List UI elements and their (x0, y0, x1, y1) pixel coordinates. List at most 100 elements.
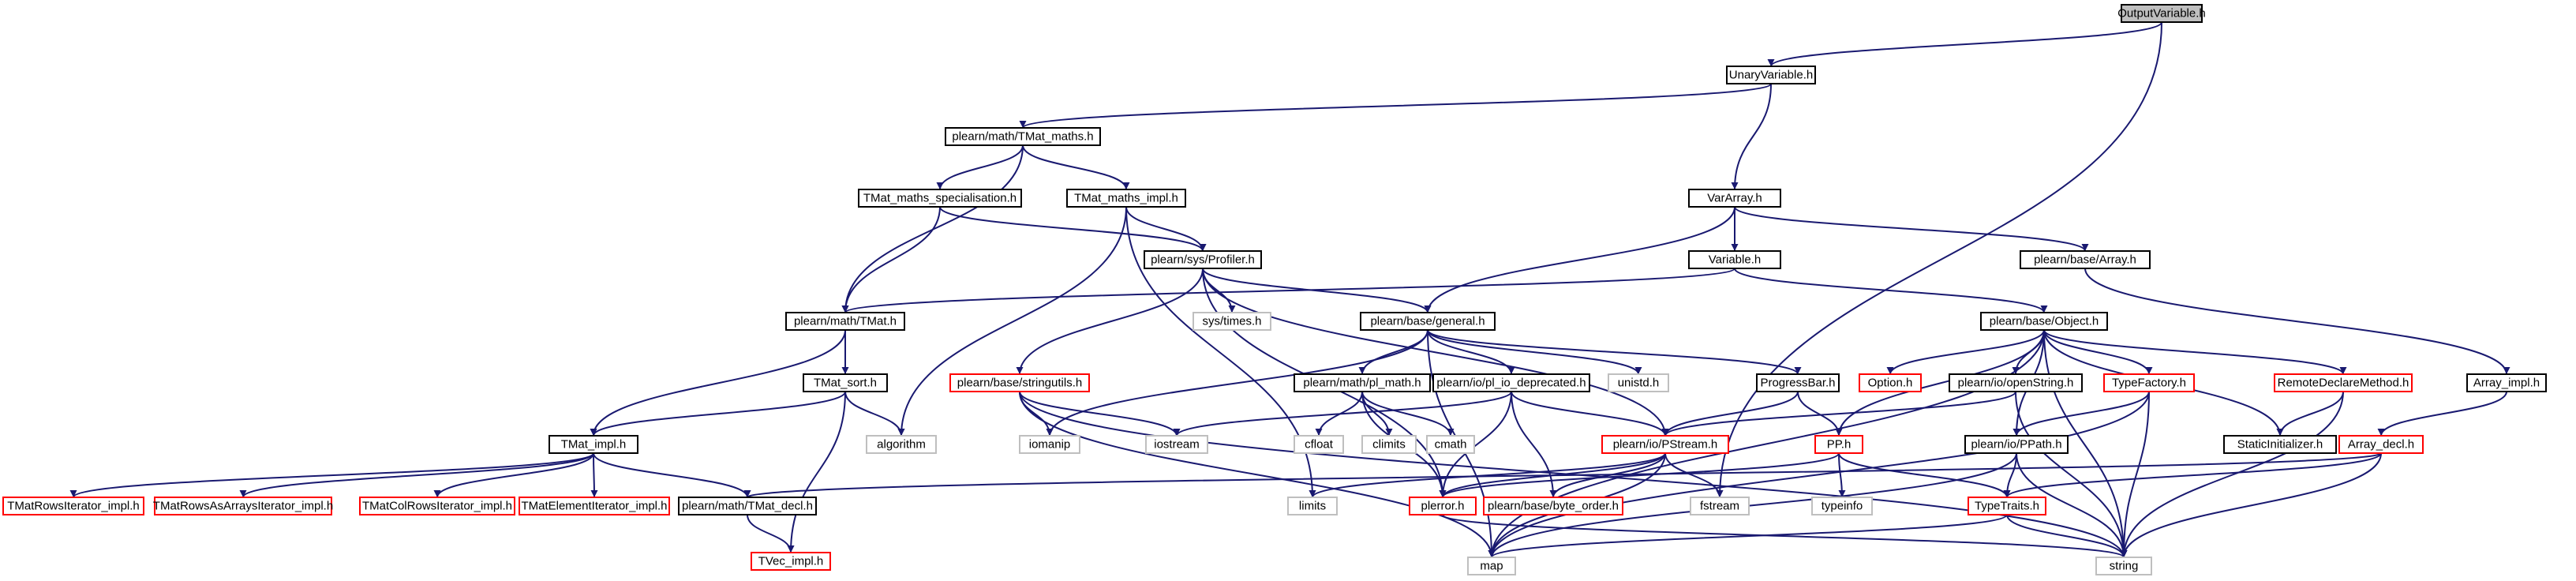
node-StaticInit[interactable]: StaticInitializer.h (2223, 435, 2337, 454)
node-box-plerror[interactable] (1409, 497, 1477, 515)
node-box-baseArray[interactable] (2020, 250, 2151, 269)
node-box-RemoteDeclare[interactable] (2274, 373, 2413, 392)
node-box-string[interactable] (2095, 557, 2152, 575)
node-PP[interactable]: PP.h (1814, 435, 1863, 454)
node-box-PP[interactable] (1814, 435, 1863, 454)
node-box-TMat_maths_spec[interactable] (858, 189, 1022, 208)
node-byte_order[interactable]: plearn/base/byte_order.h (1483, 497, 1623, 515)
node-Object[interactable]: plearn/base/Object.h (1980, 312, 2108, 331)
node-box-TMat_decl[interactable] (678, 497, 817, 515)
node-pl_math[interactable]: plearn/math/pl_math.h (1294, 373, 1431, 392)
node-TMat_decl[interactable]: plearn/math/TMat_decl.h (678, 497, 817, 515)
node-box-Variable[interactable] (1688, 250, 1781, 269)
node-iostream[interactable]: iostream (1145, 435, 1208, 454)
node-TMat[interactable]: plearn/math/TMat.h (785, 312, 905, 331)
node-box-TypeFactory[interactable] (2103, 373, 2195, 392)
node-pl_io_dep[interactable]: plearn/io/pl_io_deprecated.h (1432, 373, 1590, 392)
node-unistd[interactable]: unistd.h (1608, 373, 1669, 392)
node-box-byte_order[interactable] (1483, 497, 1623, 515)
node-limits[interactable]: limits (1287, 497, 1338, 515)
node-TMatColRows[interactable]: TMatColRowsIterator_impl.h (359, 497, 515, 515)
node-box-StaticInit[interactable] (2223, 435, 2337, 454)
node-box-stringutils[interactable] (949, 373, 1090, 392)
node-TMat_sort[interactable]: TMat_sort.h (803, 373, 888, 392)
node-cfloat[interactable]: cfloat (1294, 435, 1344, 454)
node-TMatRowsIt[interactable]: TMatRowsIterator_impl.h (2, 497, 144, 515)
node-openString[interactable]: plearn/io/openString.h (1949, 373, 2083, 392)
node-box-TMatColRows[interactable] (359, 497, 515, 515)
node-box-general[interactable] (1360, 312, 1496, 331)
node-baseArray[interactable]: plearn/base/Array.h (2020, 250, 2151, 269)
node-UnaryVariable[interactable]: UnaryVariable.h (1726, 66, 1816, 84)
node-VarArray[interactable]: VarArray.h (1688, 189, 1781, 208)
node-box-Object[interactable] (1980, 312, 2108, 331)
node-plerror[interactable]: plerror.h (1409, 497, 1477, 515)
node-TVec_impl[interactable]: TVec_impl.h (751, 552, 831, 571)
node-box-pl_math[interactable] (1294, 373, 1431, 392)
node-Array_decl[interactable]: Array_decl.h (2338, 435, 2424, 454)
node-box-PPath[interactable] (1964, 435, 2069, 454)
node-climits[interactable]: climits (1361, 435, 1417, 454)
node-iomanip[interactable]: iomanip (1019, 435, 1080, 454)
node-systimes[interactable]: sys/times.h (1193, 312, 1271, 331)
node-typeinfo[interactable]: typeinfo (1811, 497, 1873, 515)
node-box-UnaryVariable[interactable] (1726, 66, 1816, 84)
node-OutputVariable[interactable]: OutputVariable.h (2117, 4, 2206, 23)
node-box-TMat_sort[interactable] (803, 373, 888, 392)
node-box-TMat_maths_impl[interactable] (1066, 189, 1186, 208)
node-PStream[interactable]: plearn/io/PStream.h (1601, 435, 1729, 454)
node-box-TMatRowsIt[interactable] (2, 497, 144, 515)
node-box-unistd[interactable] (1608, 373, 1669, 392)
node-RemoteDeclare[interactable]: RemoteDeclareMethod.h (2274, 373, 2413, 392)
node-box-iostream[interactable] (1145, 435, 1208, 454)
node-box-TypeTraits[interactable] (1968, 497, 2046, 515)
node-Array_impl[interactable]: Array_impl.h (2466, 373, 2547, 392)
node-box-TMatRowsAsArr[interactable] (154, 497, 332, 515)
node-TMat_maths[interactable]: plearn/math/TMat_maths.h (945, 127, 1101, 146)
node-box-typeinfo[interactable] (1811, 497, 1873, 515)
node-box-systimes[interactable] (1193, 312, 1271, 331)
node-box-Profiler[interactable] (1144, 250, 1262, 269)
node-TMatElem[interactable]: TMatElementIterator_impl.h (519, 497, 670, 515)
node-box-TMat[interactable] (785, 312, 905, 331)
node-algorithm[interactable]: algorithm (866, 435, 937, 454)
node-fstream[interactable]: fstream (1690, 497, 1750, 515)
node-box-Array_impl[interactable] (2466, 373, 2547, 392)
node-box-algorithm[interactable] (866, 435, 937, 454)
node-box-TMatElem[interactable] (519, 497, 670, 515)
node-Variable[interactable]: Variable.h (1688, 250, 1781, 269)
node-box-cmath[interactable] (1426, 435, 1475, 454)
node-string[interactable]: string (2095, 557, 2152, 575)
node-box-Option[interactable] (1859, 373, 1922, 392)
node-TMatRowsAsArr[interactable]: TMatRowsAsArraysIterator_impl.h (153, 497, 333, 515)
node-TypeFactory[interactable]: TypeFactory.h (2103, 373, 2195, 392)
node-general[interactable]: plearn/base/general.h (1360, 312, 1496, 331)
node-box-cfloat[interactable] (1294, 435, 1344, 454)
node-PPath[interactable]: plearn/io/PPath.h (1964, 435, 2069, 454)
node-box-iomanip[interactable] (1019, 435, 1080, 454)
node-box-TVec_impl[interactable] (751, 552, 831, 571)
node-TypeTraits[interactable]: TypeTraits.h (1968, 497, 2046, 515)
node-box-Array_decl[interactable] (2338, 435, 2424, 454)
node-box-openString[interactable] (1949, 373, 2083, 392)
node-box-map[interactable] (1467, 557, 1516, 575)
node-Profiler[interactable]: plearn/sys/Profiler.h (1144, 250, 1262, 269)
node-cmath[interactable]: cmath (1426, 435, 1475, 454)
node-box-OutputVariable[interactable] (2121, 4, 2203, 23)
node-Option[interactable]: Option.h (1859, 373, 1922, 392)
node-TMat_impl[interactable]: TMat_impl.h (549, 435, 638, 454)
node-box-limits[interactable] (1287, 497, 1338, 515)
node-box-VarArray[interactable] (1688, 189, 1781, 208)
node-box-fstream[interactable] (1690, 497, 1750, 515)
node-ProgressBar[interactable]: ProgressBar.h (1756, 373, 1840, 392)
node-box-pl_io_dep[interactable] (1432, 373, 1590, 392)
node-box-PStream[interactable] (1601, 435, 1729, 454)
node-box-climits[interactable] (1361, 435, 1417, 454)
node-stringutils[interactable]: plearn/base/stringutils.h (949, 373, 1090, 392)
node-box-TMat_impl[interactable] (549, 435, 638, 454)
node-TMat_maths_impl[interactable]: TMat_maths_impl.h (1066, 189, 1186, 208)
node-map[interactable]: map (1467, 557, 1516, 575)
node-box-TMat_maths[interactable] (945, 127, 1101, 146)
node-TMat_maths_spec[interactable]: TMat_maths_specialisation.h (858, 189, 1022, 208)
node-box-ProgressBar[interactable] (1756, 373, 1840, 392)
